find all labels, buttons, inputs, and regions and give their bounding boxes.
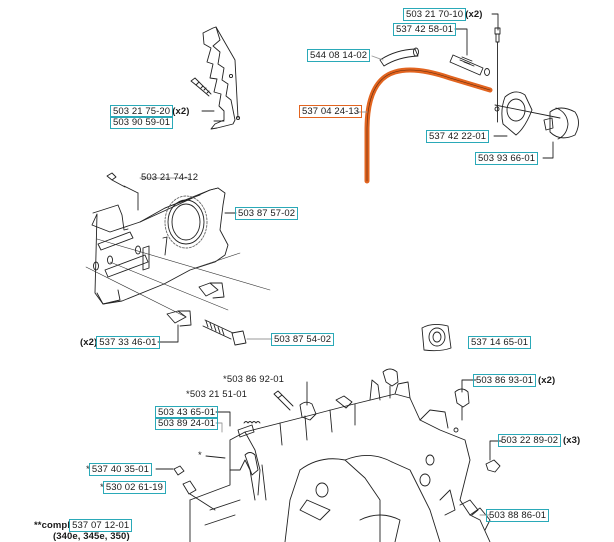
tank-housing-drawing <box>189 379 491 542</box>
compl-prefix: **compl <box>34 520 71 531</box>
label-bar-bolt: 503 87 54-02 <box>271 333 334 346</box>
fuel-system-drawing <box>379 27 579 140</box>
label-tank-screw: 503 21 70-10(x2) <box>403 8 483 21</box>
leader-line <box>371 55 384 61</box>
label-pin: 503 89 24-01 <box>155 417 218 430</box>
damper-parts-drawing <box>155 368 503 516</box>
label-asterisk-note: * <box>198 450 202 461</box>
label-screw: *530 02 61-19 <box>100 481 166 494</box>
label-hose-sleeve: 544 08 14-02 <box>307 49 370 62</box>
asterisk: * <box>198 450 202 461</box>
label-tank-housing: 503 88 86-01 <box>486 509 549 522</box>
label-chain-catcher: 503 22 89-02 (x3) <box>498 434 581 447</box>
clutch-cover-drawing <box>85 172 271 346</box>
label-fuel-cap: 503 93 66-01 <box>475 152 538 165</box>
leader-line <box>491 13 499 31</box>
quantity: (x3) <box>562 435 581 446</box>
part-number[interactable]: 537 14 65-01 <box>468 336 531 349</box>
asterisk: * <box>186 389 190 400</box>
quantity: (x2) <box>537 375 556 386</box>
part-number[interactable]: 503 88 86-01 <box>486 509 549 522</box>
label-damper-screw: *503 21 51-01 <box>186 389 247 400</box>
bumper-spike-drawing <box>190 26 241 130</box>
quantity: (x2) <box>172 106 190 117</box>
part-number[interactable]: 503 89 24-01 <box>155 417 218 430</box>
label-bumper-spike: 503 90 59-01 <box>110 116 173 129</box>
label-filter-hose: 537 42 58-01 <box>393 23 456 36</box>
part-number[interactable]: 503 86 92-01 <box>226 374 285 385</box>
label-nut: *537 40 35-01 <box>86 463 152 476</box>
part-number[interactable]: 503 87 57-02 <box>235 207 298 220</box>
part-number[interactable]: 537 42 58-01 <box>393 23 456 36</box>
model-list: (340e, 345e, 350) <box>53 531 130 542</box>
part-number[interactable]: 503 21 70-10 <box>403 8 466 21</box>
label-spring: 503 43 65-01 <box>155 406 218 419</box>
part-number[interactable]: 503 21 75-20 <box>110 105 173 118</box>
label-models: (340e, 345e, 350) <box>53 531 130 542</box>
part-number[interactable]: 503 43 65-01 <box>155 406 218 419</box>
part-number-highlighted[interactable]: 537 04 24-13 <box>299 105 362 118</box>
quantity: (x2) <box>80 337 98 348</box>
asterisk: * <box>223 374 227 385</box>
part-number[interactable]: 537 33 46-01 <box>96 336 160 349</box>
part-number[interactable]: 503 22 89-02 <box>498 434 561 447</box>
part-number[interactable]: 503 90 59-01 <box>110 116 173 129</box>
quantity: (x2) <box>465 9 483 20</box>
leader-line <box>454 28 468 56</box>
fuel-hose-drawing <box>364 67 493 184</box>
part-number[interactable]: 503 21 51-01 <box>189 389 248 400</box>
label-vibration-damper-top: *503 86 92-01 <box>223 374 284 385</box>
label-fuel-hose: 537 04 24-13 <box>299 105 362 118</box>
part-number[interactable]: 530 02 61-19 <box>103 481 166 494</box>
part-number[interactable]: 503 93 66-01 <box>475 152 538 165</box>
asterisk: * <box>86 464 90 475</box>
part-number[interactable]: 503 86 93-01 <box>473 374 536 387</box>
label-cover-screw: 503 21 74-12 <box>139 172 200 183</box>
label-damper-pair: 503 86 93-01 (x2) <box>473 374 556 387</box>
label-bumper-screw: 503 21 75-20(x2) <box>110 105 190 118</box>
part-number[interactable]: 544 08 14-02 <box>307 49 370 62</box>
label-bar-nut: (x2)537 33 46-01 <box>80 336 160 349</box>
part-number[interactable]: 503 21 74-12 <box>141 172 199 183</box>
part-number[interactable]: 503 87 54-02 <box>271 333 334 346</box>
leader-line <box>542 141 554 159</box>
part-number[interactable]: 537 40 35-01 <box>89 463 152 476</box>
grommet-drawing <box>421 323 452 352</box>
part-number[interactable]: 537 07 12-01 <box>69 519 132 532</box>
part-number[interactable]: 537 42 22-01 <box>426 130 489 143</box>
asterisk: * <box>100 482 104 493</box>
leader-line <box>157 324 179 343</box>
label-grommet: 537 14 65-01 <box>468 336 531 349</box>
label-clutch-cover: 503 87 57-02 <box>235 207 298 220</box>
label-tank-vent: 537 42 22-01 <box>426 130 489 143</box>
